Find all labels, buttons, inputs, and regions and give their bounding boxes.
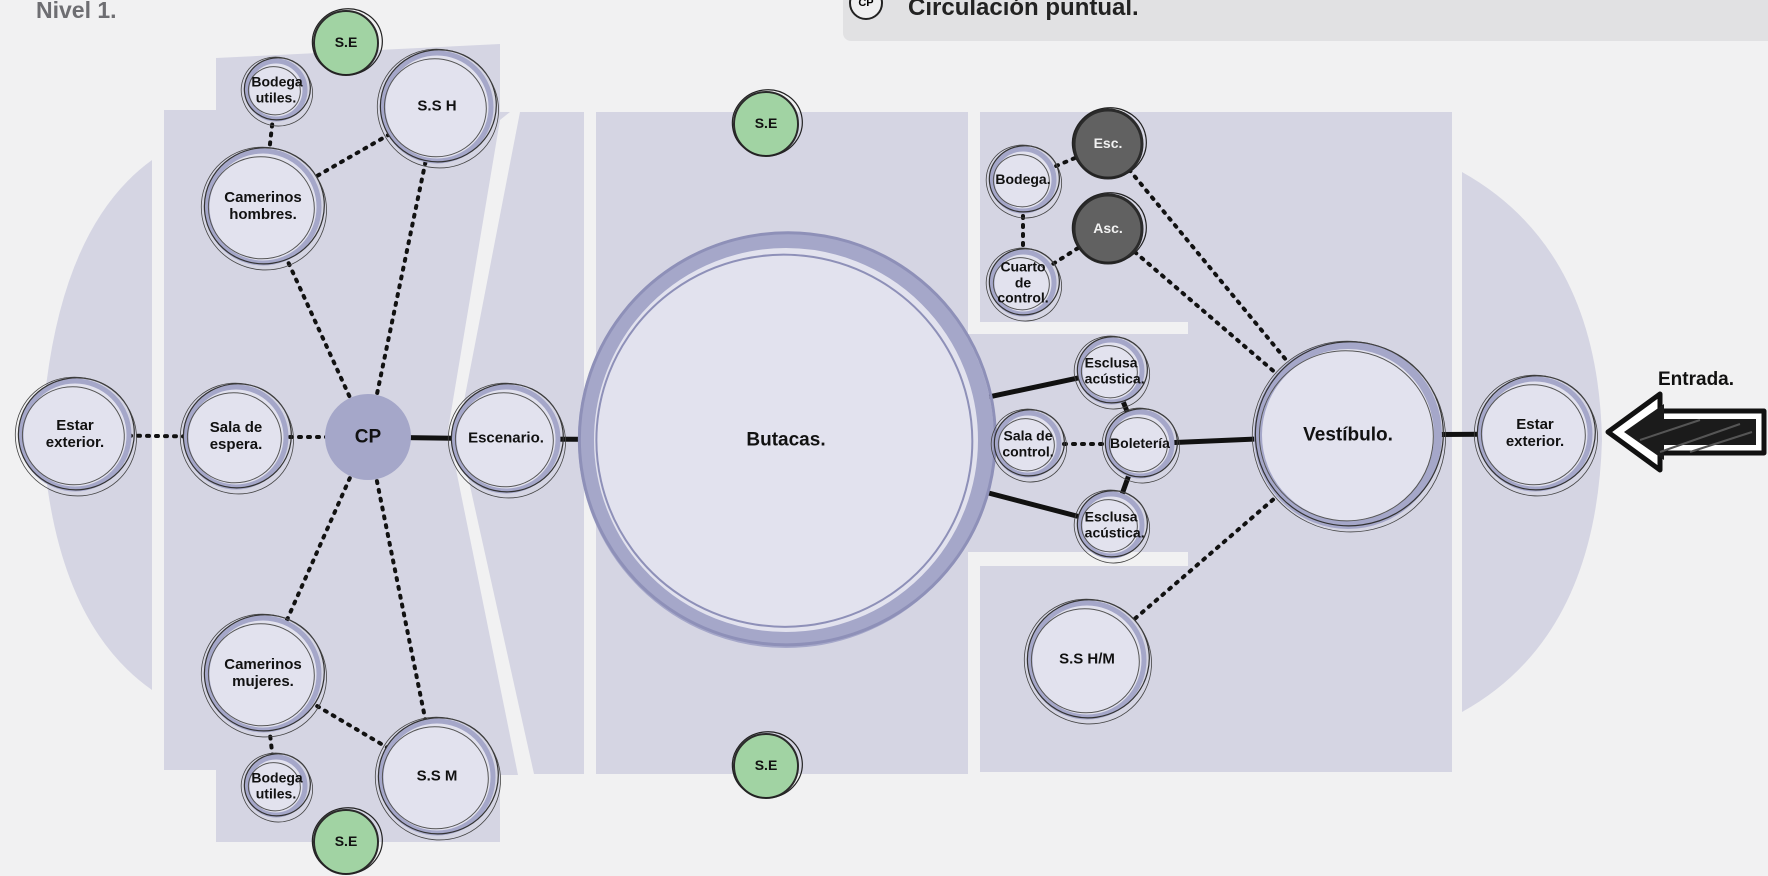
- link-camerinos-hombres-ss-h: [261, 105, 439, 209]
- node-asc: [1071, 192, 1147, 265]
- left-arrow-icon: [1605, 391, 1767, 473]
- se-2-label: S.E: [754, 115, 778, 132]
- page-title: Nivel 1.: [36, 0, 117, 23]
- node-bodega-utiles-top: [240, 56, 313, 127]
- node-vestibulo: [1251, 340, 1446, 533]
- ss-hm-label: S.S H/M: [1059, 650, 1115, 668]
- node-camerinos-mujeres: [200, 613, 327, 738]
- node-bodega: [985, 144, 1062, 219]
- butacas-label: Butacas.: [746, 429, 826, 451]
- link-bodega-esc: [1021, 142, 1110, 182]
- legend-bar: [843, 0, 1768, 41]
- node-ss-h: [376, 48, 499, 169]
- bodega-label: Bodega.: [995, 171, 1051, 188]
- node-esc: [1071, 107, 1147, 180]
- vestibulo-label: Vestíbulo.: [1303, 424, 1393, 446]
- bodega-utiles-bottom-label: Bodega utiles.: [251, 769, 303, 801]
- node-cuarto-control: [985, 247, 1062, 322]
- node-cp: [325, 394, 411, 480]
- node-se-3: [731, 731, 803, 799]
- node-escenario: [447, 382, 566, 499]
- camerinos-hombres-label: Camerinos hombres.: [224, 189, 302, 223]
- node-boleteria: [1101, 407, 1180, 484]
- se-1-label: S.E: [334, 34, 358, 51]
- sala-control-label: Sala de control.: [1002, 427, 1054, 459]
- bodega-utiles-top-label: Bodega utiles.: [251, 73, 303, 105]
- legend-text: Circulación puntual.: [908, 0, 1139, 21]
- sala-espera-label: Sala de espera.: [209, 419, 263, 453]
- node-ss-hm: [1023, 598, 1152, 725]
- ss-m-label: S.S M: [416, 767, 458, 785]
- estar-exterior-left-label: Estar exterior.: [45, 417, 105, 451]
- esclusa-top-label: Esclusa acústica.: [1084, 354, 1145, 386]
- esc-label: Esc.: [1093, 135, 1123, 152]
- ss-h-label: S.S H: [417, 97, 457, 115]
- escenario-label: Escenario.: [468, 429, 544, 447]
- node-esclusa-top: [1073, 335, 1150, 410]
- node-esclusa-bottom: [1073, 489, 1150, 564]
- node-se-2: [731, 89, 803, 157]
- node-estar-exterior-left: [14, 376, 137, 497]
- node-se-4: [311, 807, 383, 875]
- node-bodega-utiles-bottom: [240, 752, 313, 823]
- cuarto-control-label: Cuarto de control.: [997, 258, 1049, 306]
- estar-exterior-right-label: Estar exterior.: [1505, 416, 1565, 450]
- node-sala-control: [990, 408, 1067, 483]
- node-sala-espera: [179, 382, 294, 495]
- boleteria-label: Boletería: [1110, 435, 1170, 452]
- entrada-label: Entrada.: [1658, 369, 1735, 390]
- camerinos-mujeres-label: Camerinos mujeres.: [224, 656, 302, 690]
- node-camerinos-hombres: [200, 146, 327, 271]
- node-butacas: [577, 231, 997, 648]
- link-camerinos-mujeres-ss-m: [261, 672, 439, 779]
- node-estar-exterior-right: [1473, 374, 1598, 497]
- cp-label: CP: [354, 426, 382, 448]
- node-ss-m: [374, 716, 501, 841]
- asc-label: Asc.: [1093, 220, 1123, 237]
- node-se-1: [311, 8, 383, 76]
- nodes: [14, 8, 1598, 875]
- se-3-label: S.E: [754, 757, 778, 774]
- se-4-label: S.E: [334, 833, 358, 850]
- esclusa-bottom-label: Esclusa acústica.: [1084, 508, 1145, 540]
